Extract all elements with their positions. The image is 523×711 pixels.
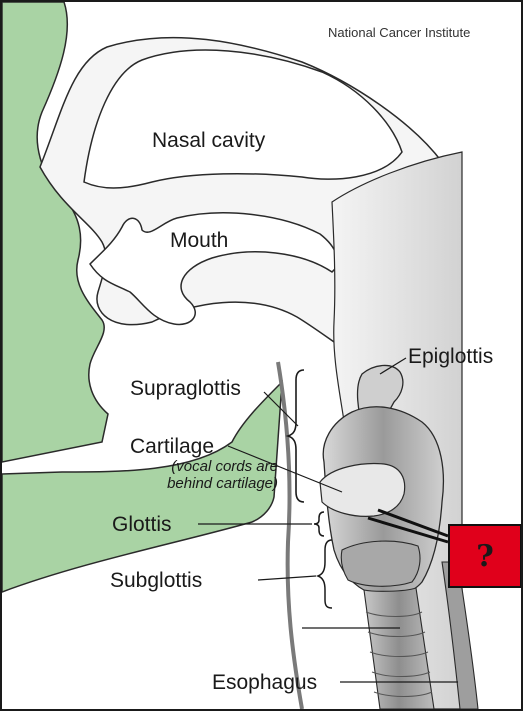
cricoid-cartilage bbox=[341, 541, 420, 586]
label-mouth: Mouth bbox=[170, 230, 228, 251]
label-epiglottis: Epiglottis bbox=[408, 346, 493, 367]
credit-text: National Cancer Institute bbox=[328, 26, 470, 39]
glottis-brace bbox=[314, 512, 324, 536]
cartilage-note-line-1: (vocal cords are bbox=[118, 458, 278, 475]
cartilage-note: (vocal cords are behind cartilage) bbox=[118, 458, 278, 492]
label-nasal-cavity: Nasal cavity bbox=[152, 130, 265, 151]
neck-contour-line bbox=[278, 362, 302, 709]
subglottis-brace bbox=[318, 540, 332, 608]
label-esophagus: Esophagus bbox=[212, 672, 317, 693]
nasal-cavity-shape bbox=[84, 50, 402, 188]
question-box[interactable]: ? bbox=[448, 524, 522, 588]
thyroid-cartilage bbox=[320, 464, 405, 517]
label-subglottis: Subglottis bbox=[110, 570, 202, 591]
label-glottis: Glottis bbox=[112, 514, 172, 535]
cartilage-note-line-2: behind cartilage) bbox=[118, 475, 278, 492]
label-supraglottis: Supraglottis bbox=[130, 378, 241, 399]
label-cartilage: Cartilage bbox=[130, 436, 214, 457]
